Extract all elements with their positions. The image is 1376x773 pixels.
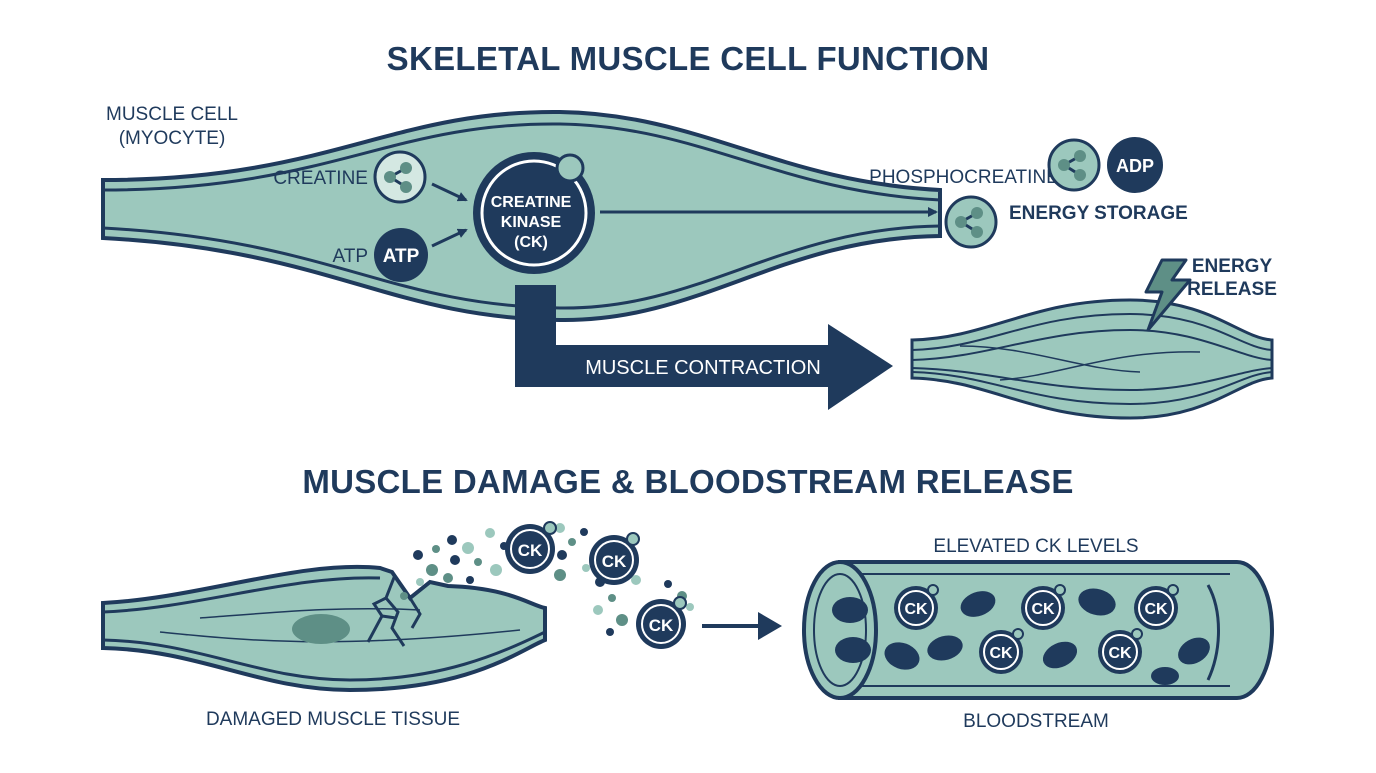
contraction-arrow [515, 285, 893, 410]
ck-molecule-1 [505, 521, 557, 574]
blood-vessel [802, 560, 1274, 700]
ck-vessel-4 [979, 628, 1024, 674]
ck-vessel-5 [1098, 628, 1143, 674]
ck-label-1: CK [518, 541, 543, 560]
ck-vessel-label-2: CK [1031, 601, 1055, 618]
contraction-label: MUSCLE CONTRACTION [585, 357, 821, 379]
ck-vessel-label-4: CK [989, 645, 1013, 662]
damaged-tissue-label: DAMAGED MUSCLE TISSUE [206, 709, 460, 730]
muscle-fiber-bundle [910, 298, 1274, 420]
atp-label: ATP [332, 246, 368, 267]
muscle-cell-label-line1: MUSCLE CELL [106, 104, 238, 125]
elevated-ck-label: ELEVATED CK LEVELS [933, 536, 1138, 557]
enzyme-label-line3: (CK) [514, 234, 548, 251]
ck-molecule-2 [589, 532, 640, 585]
creatine-molecule-icon [373, 150, 427, 204]
energy-release-line2: RELEASE [1187, 279, 1277, 300]
atp-arrow [431, 228, 468, 248]
lightning-bolt-icon [1144, 258, 1192, 332]
creatine-arrow [431, 182, 468, 202]
muscle-cell-label-line2: (MYOCYTE) [119, 128, 226, 149]
creatine-label: CREATINE [273, 168, 368, 189]
energy-storage-label: ENERGY STORAGE [1009, 203, 1188, 224]
ck-molecule-3 [636, 596, 687, 649]
title-top: SKELETAL MUSCLE CELL FUNCTION [387, 40, 990, 77]
ck-label-2: CK [602, 552, 627, 571]
energy-storage-molecule-icon [944, 195, 998, 249]
ck-vessel-label-1: CK [904, 601, 928, 618]
phosphocreatine-label: PHOSPHOCREATINE [869, 167, 1059, 188]
adp-circle-icon [1107, 137, 1163, 193]
ck-vessel-3 [1134, 584, 1179, 630]
phosphocreatine-molecule-icon [1047, 138, 1101, 192]
enzyme-label-line1: CREATINE [491, 194, 572, 211]
bloodstream-label: BLOODSTREAM [963, 711, 1109, 732]
blood-cells [832, 588, 1210, 685]
creatine-kinase-enzyme [473, 152, 595, 274]
energy-release-line1: ENERGY [1192, 256, 1273, 277]
ck-vessel-1 [894, 584, 939, 630]
atp-circle-icon [374, 228, 428, 282]
ck-vessel-label-3: CK [1144, 601, 1168, 618]
ck-vessel-2 [1021, 584, 1066, 630]
atp-circle-text: ATP [383, 246, 420, 267]
ck-label-3: CK [649, 616, 674, 635]
ck-vessel-label-5: CK [1108, 645, 1132, 662]
bloodstream-arrow-head [758, 612, 782, 640]
enzyme-label-line2: KINASE [501, 214, 562, 231]
title-bottom: MUSCLE DAMAGE & BLOODSTREAM RELEASE [302, 463, 1073, 500]
damaged-muscle-tissue [101, 564, 547, 693]
adp-circle-text: ADP [1116, 156, 1154, 176]
